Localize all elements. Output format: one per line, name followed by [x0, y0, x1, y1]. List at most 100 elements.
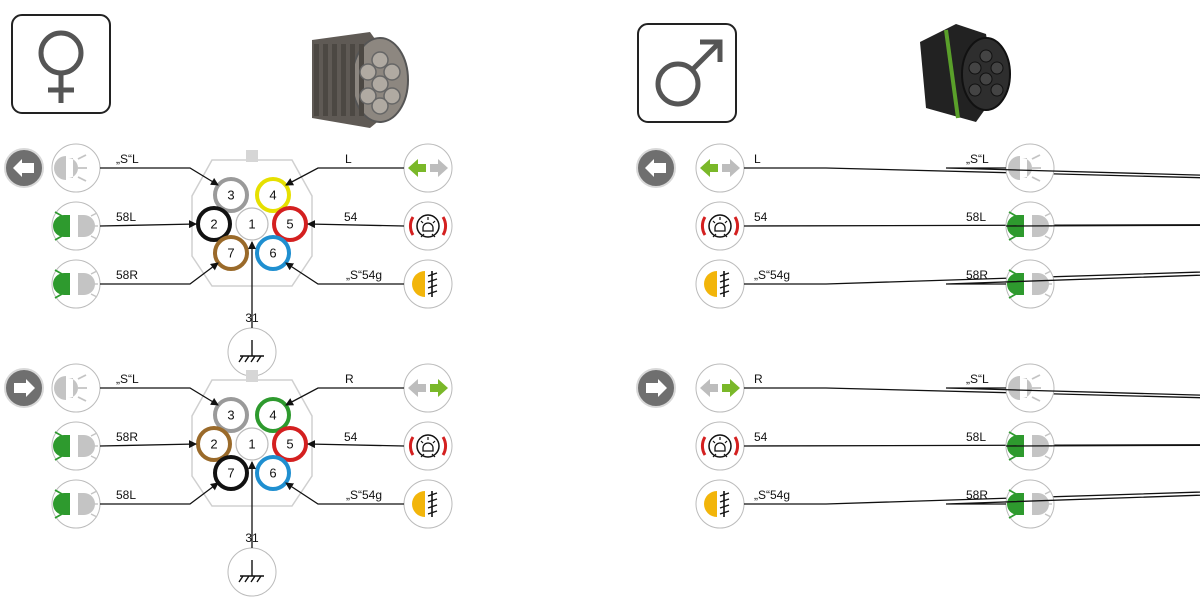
pin-1: 1 [235, 427, 269, 461]
pin-7: 7 [213, 235, 249, 271]
brake-lamp-icon [403, 201, 453, 251]
wire-label: L [754, 152, 761, 166]
brake-lamp-icon [695, 421, 745, 471]
wire [285, 262, 404, 285]
wire [744, 167, 1200, 179]
connector-block-male-1: 4351267L54„S“54g„S“L58L58R31 [636, 143, 1200, 309]
pin-5: 5 [272, 426, 308, 462]
grey-lamp-icon [1005, 363, 1055, 413]
wire [100, 262, 219, 285]
rear-fog-lamp-icon [695, 479, 745, 529]
arrow-right-icon [636, 368, 676, 408]
male-connector-image [920, 24, 1011, 122]
pin-number: 1 [248, 437, 255, 452]
wire [307, 440, 405, 449]
brake-lamp-icon [403, 421, 453, 471]
wire [744, 271, 1200, 285]
wire-label: 58L [116, 488, 136, 502]
green-side-lamp-icon [1005, 259, 1055, 309]
wire [945, 274, 1200, 285]
pin-number: 1 [248, 217, 255, 232]
wire-label: 58R [966, 488, 988, 502]
pin-number: 2 [210, 217, 217, 232]
wire [945, 167, 1200, 176]
wire-label: L [345, 152, 352, 166]
green-side-lamp-icon [51, 421, 101, 471]
right-indicator-icon [403, 363, 453, 413]
wire [100, 387, 219, 406]
wire [100, 482, 219, 505]
wire-label: „S“L [966, 372, 989, 386]
green-side-lamp-icon [51, 259, 101, 309]
wire [307, 220, 405, 229]
left-indicator-icon [403, 143, 453, 193]
wire-label: 58R [116, 430, 138, 444]
wire-label: „S“L [966, 152, 989, 166]
arrow-left-icon [636, 148, 676, 188]
pin-number: 4 [269, 408, 276, 423]
wire-label: R [345, 372, 354, 386]
pin-1: 1 [235, 207, 269, 241]
pin-number: 6 [269, 466, 276, 481]
wire-label: 58L [966, 430, 986, 444]
pin-2: 2 [196, 206, 232, 242]
wire [1005, 224, 1200, 227]
rear-fog-lamp-icon [695, 259, 745, 309]
wire-label: 54 [344, 210, 358, 224]
wire [743, 224, 1200, 227]
left-indicator-icon [695, 143, 745, 193]
pin-number: 5 [286, 217, 293, 232]
wire-label: „S“L [116, 372, 139, 386]
pin-7: 7 [213, 455, 249, 491]
rear-fog-lamp-icon [403, 479, 453, 529]
female-symbol-icon [11, 14, 111, 114]
connector-key [246, 150, 258, 162]
wire-label: 58R [966, 268, 988, 282]
wire [743, 444, 1200, 447]
wire [744, 491, 1200, 505]
wire-label: R [754, 372, 763, 386]
pin-number: 2 [210, 437, 217, 452]
wire-label: „S“54g [754, 488, 790, 502]
wire [99, 440, 197, 449]
wire-label: 54 [344, 430, 358, 444]
pin-4: 4 [255, 177, 291, 213]
green-side-lamp-icon [51, 201, 101, 251]
wire [99, 220, 197, 229]
pin-6: 6 [255, 235, 291, 271]
pin-number: 3 [227, 188, 234, 203]
pin-number: 7 [227, 466, 234, 481]
pin-number: 5 [286, 437, 293, 452]
connector-block-male-2: 4351267R54„S“54g„S“L58L58R31 [636, 363, 1200, 529]
wire-label: 54 [754, 210, 768, 224]
pin-3: 3 [213, 177, 249, 213]
wire-label: 58L [116, 210, 136, 224]
wire-label: „S“54g [346, 268, 382, 282]
female-connector-image [312, 32, 409, 128]
wire-label: „S“54g [346, 488, 382, 502]
pin-number: 7 [227, 246, 234, 261]
male-symbol-icon [637, 23, 737, 123]
pin-number: 6 [269, 246, 276, 261]
wire [100, 167, 219, 186]
brake-lamp-icon [695, 201, 745, 251]
wire [1005, 444, 1200, 447]
grey-lamp-icon [51, 143, 101, 193]
wire [285, 482, 404, 505]
connector-key [246, 370, 258, 382]
pin-4: 4 [255, 397, 291, 433]
ground-icon [227, 547, 277, 597]
grey-lamp-icon [51, 363, 101, 413]
rear-fog-lamp-icon [403, 259, 453, 309]
grey-lamp-icon [1005, 143, 1055, 193]
arrow-left-icon [4, 148, 44, 188]
wire-label: 58L [966, 210, 986, 224]
pin-3: 3 [213, 397, 249, 433]
ground-label: 31 [245, 311, 259, 325]
wire [285, 387, 404, 406]
wire-label: „S“54g [754, 268, 790, 282]
pin-number: 4 [269, 188, 276, 203]
